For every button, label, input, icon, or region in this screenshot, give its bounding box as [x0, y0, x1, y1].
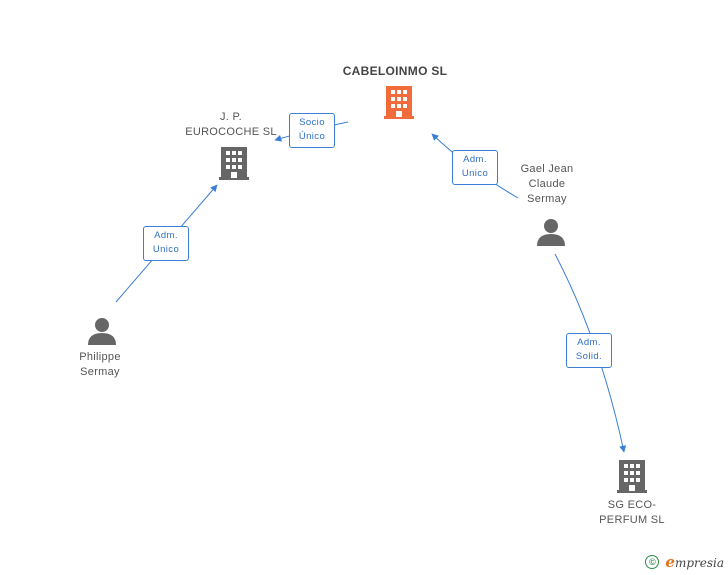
edge-label-line: Socio	[299, 117, 325, 128]
node-label-line: PERFUM SL	[599, 514, 665, 526]
building-icon	[384, 86, 414, 119]
brand-initial: e	[665, 553, 675, 571]
edge-label-socio-unico: Socio Único	[289, 113, 335, 148]
node-label-line: Claude	[528, 178, 566, 190]
person-icon	[537, 219, 565, 246]
node-label-cabeloinmo[interactable]: CABELOINMO SL	[342, 64, 448, 78]
building-icon	[617, 460, 647, 493]
node-label-line: Gael Jean	[520, 163, 574, 175]
empresia-logo[interactable]: © empresia	[645, 553, 724, 571]
node-label-line: SG ECO-	[607, 499, 657, 511]
copyright-icon: ©	[645, 555, 660, 569]
node-label-jp-eurocoche[interactable]: J. P. EUROCOCHE SL	[170, 110, 292, 140]
brand-rest: mpresia	[674, 556, 724, 570]
edge-label-adm-solid: Adm. Solid.	[566, 333, 612, 368]
node-label-line: Sermay	[527, 193, 567, 205]
edge-label-adm-unico-philippe: Adm. Unico	[143, 226, 189, 261]
edge-label-adm-unico-gael: Adm. Unico	[452, 150, 498, 185]
building-icon	[219, 147, 249, 180]
edge-label-line: Unico	[461, 168, 489, 179]
edge-label-line: Adm.	[463, 154, 487, 165]
node-label-line: Sermay	[80, 366, 120, 378]
person-icon	[88, 318, 116, 345]
edge-label-line: Unico	[152, 244, 180, 255]
node-label-sg-eco-perfum[interactable]: SG ECO- PERFUM SL	[588, 498, 676, 528]
node-label-line: J. P.	[219, 111, 243, 123]
node-label-line: EUROCOCHE SL	[185, 126, 277, 138]
edge-label-line: Adm.	[154, 230, 178, 241]
brand-name: empresia	[665, 553, 724, 571]
edge-label-line: Adm.	[577, 337, 601, 348]
node-label-gael[interactable]: Gael Jean Claude Sermay	[502, 162, 592, 207]
node-label-philippe[interactable]: Philippe Sermay	[60, 350, 140, 380]
node-label-line: Philippe	[79, 351, 121, 363]
edge-label-line: Solid.	[575, 351, 603, 362]
edge-label-line: Único	[298, 131, 326, 142]
